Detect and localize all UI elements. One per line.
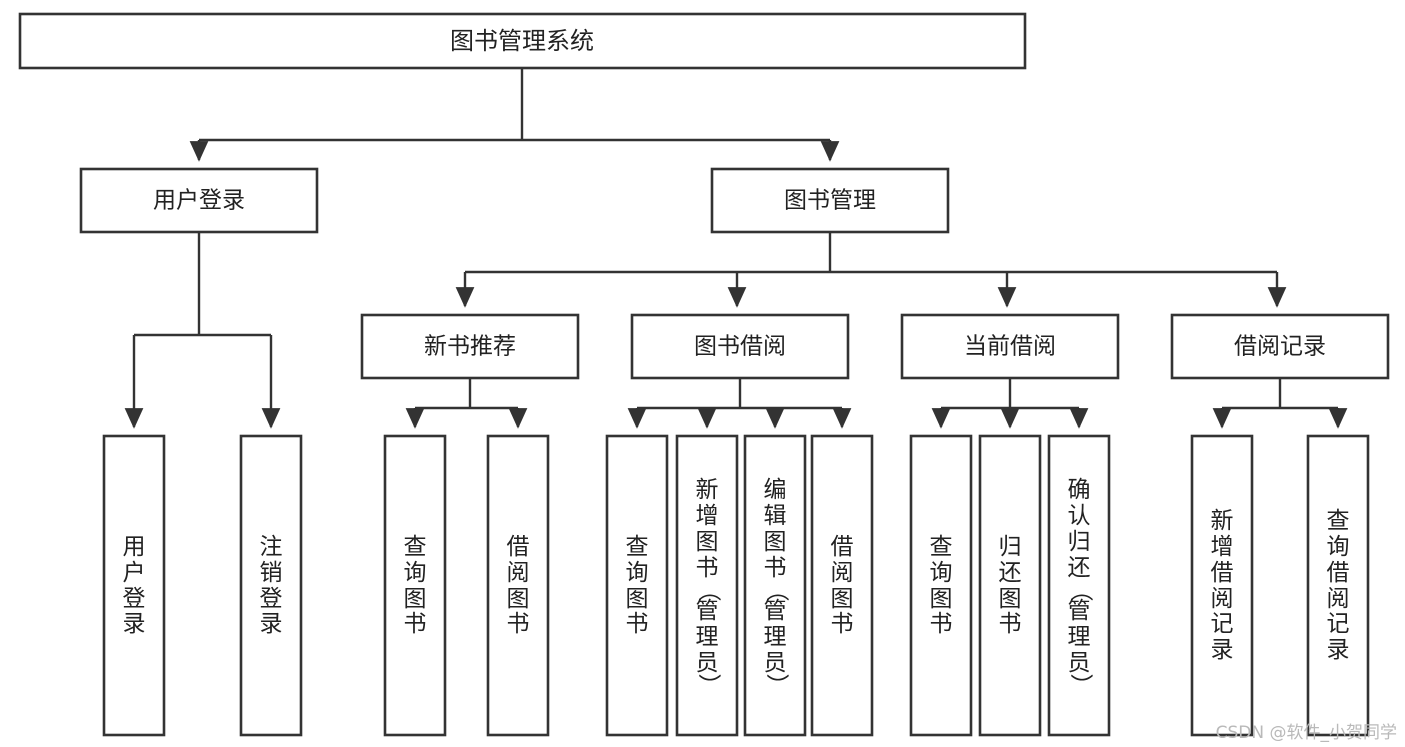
node-user-login-box[interactable]	[79, 167, 319, 234]
node-new-book-rec-label: 新书推荐	[424, 334, 516, 360]
node-leaf-rec-add-box[interactable]	[1190, 434, 1254, 737]
connector-borrowrecord-to-leaves	[1212, 378, 1348, 429]
connector-bookborrow-to-leaves	[627, 378, 852, 429]
node-leaf-cur-confirm-box[interactable]	[1047, 434, 1111, 737]
connector-bookmanage-to-level3	[455, 232, 1287, 308]
node-borrow-record[interactable]: 借阅记录	[1170, 313, 1390, 380]
connector-currentborrow-to-leaves	[931, 378, 1089, 429]
node-leaf-borrow-edit-box[interactable]	[743, 434, 807, 737]
node-leaf-borrow-query-box[interactable]	[605, 434, 669, 737]
node-leaf-rec-query-box[interactable]	[383, 434, 447, 737]
watermark: CSDN @软件_小贺同学	[1215, 723, 1397, 743]
node-book-borrow-box[interactable]	[630, 313, 850, 380]
node-root-label: 图书管理系统	[450, 27, 594, 55]
node-leaf-borrow-lend-box[interactable]	[810, 434, 874, 737]
connector-root-to-level2	[189, 68, 840, 162]
node-root-box[interactable]	[18, 12, 1027, 70]
node-current-borrow-label: 当前借阅	[964, 334, 1056, 360]
node-current-borrow[interactable]: 当前借阅	[900, 313, 1120, 380]
node-leaf-cur-query-box[interactable]	[909, 434, 973, 737]
node-book-manage-label: 图书管理	[784, 188, 876, 214]
node-new-book-rec[interactable]: 新书推荐	[360, 313, 580, 380]
node-book-manage[interactable]: 图书管理	[710, 167, 950, 234]
node-leaf-user-login-box[interactable]	[102, 434, 166, 737]
node-root[interactable]: 图书管理系统	[18, 12, 1027, 70]
node-leaf-borrow-add-box[interactable]	[675, 434, 739, 737]
node-user-login[interactable]: 用户登录	[79, 167, 319, 234]
node-leaf-rec-search-box[interactable]	[1306, 434, 1370, 737]
node-book-borrow[interactable]: 图书借阅	[630, 313, 850, 380]
node-book-borrow-label: 图书借阅	[694, 334, 786, 360]
node-new-book-rec-box[interactable]	[360, 313, 580, 380]
node-borrow-record-box[interactable]	[1170, 313, 1390, 380]
connector-newbook-to-leaves	[405, 378, 528, 429]
node-current-borrow-box[interactable]	[900, 313, 1120, 380]
connector-userlogin-to-leaves	[124, 232, 281, 429]
node-borrow-record-label: 借阅记录	[1234, 334, 1326, 360]
node-leaf-rec-borrow-box[interactable]	[486, 434, 550, 737]
node-leaf-cur-return-box[interactable]	[978, 434, 1042, 737]
node-user-login-label: 用户登录	[153, 188, 245, 214]
node-book-manage-box[interactable]	[710, 167, 950, 234]
node-leaf-logout-box[interactable]	[239, 434, 303, 737]
